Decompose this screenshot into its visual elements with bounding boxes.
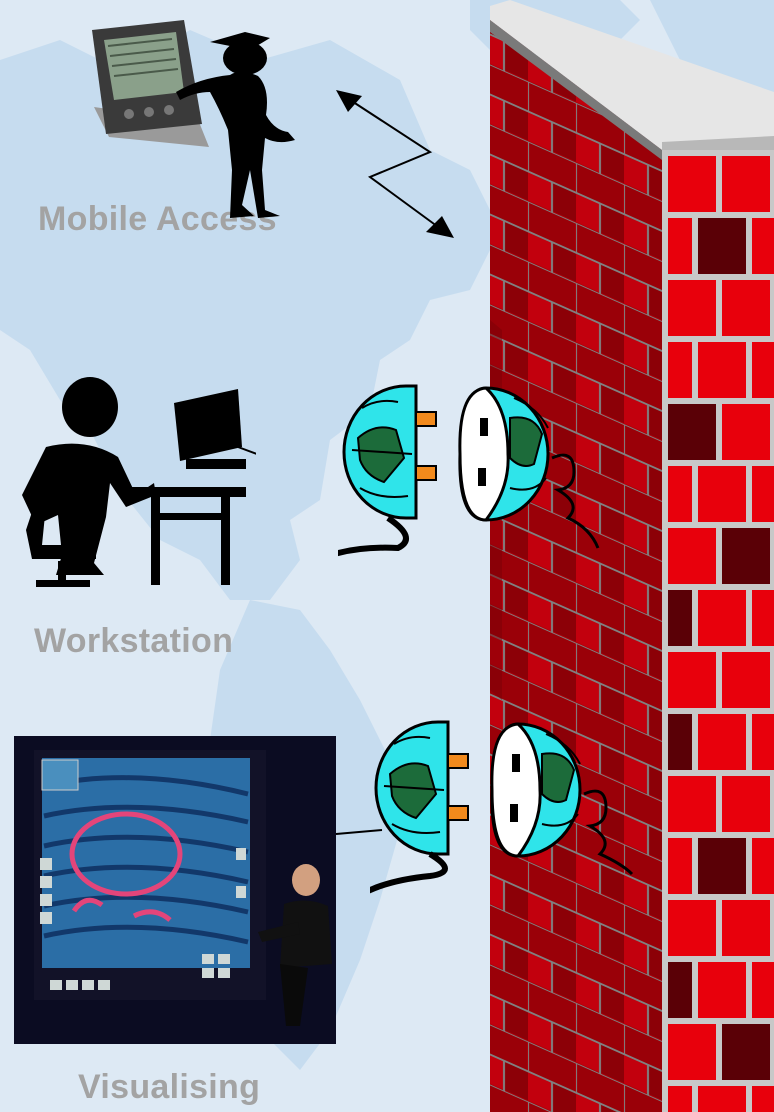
wall-brick — [698, 218, 746, 274]
wall-brick — [668, 156, 716, 212]
wall-brick — [752, 590, 774, 646]
wall-brick — [722, 1024, 770, 1080]
computer-user-icon — [6, 375, 256, 590]
wall-brick — [722, 280, 770, 336]
wall-brick — [752, 466, 774, 522]
globe-socket-icon — [492, 724, 632, 874]
wall-brick — [722, 652, 770, 708]
visualisation-wall-photo — [14, 736, 336, 1044]
globe-plug-icon — [370, 722, 468, 892]
wall-brick — [752, 714, 774, 770]
wall-brick — [698, 342, 746, 398]
visualising-label: Visualising — [78, 1068, 260, 1107]
wall-brick — [668, 962, 692, 1018]
wall-brick — [668, 404, 716, 460]
workstation-label: Workstation — [34, 622, 233, 661]
wall-brick — [668, 776, 716, 832]
globe-plug-socket-pair-workstation — [338, 378, 638, 578]
wall-brick — [668, 342, 692, 398]
globe-socket-icon — [460, 388, 598, 548]
wireless-signal-icon — [330, 82, 460, 242]
globe-plug-icon — [338, 386, 436, 556]
wall-brick — [668, 1086, 692, 1112]
wall-brick — [722, 156, 770, 212]
wall-brick — [668, 1024, 716, 1080]
wall-brick — [668, 838, 692, 894]
globe-plug-socket-pair-visualising — [370, 714, 670, 904]
wall-brick — [668, 218, 692, 274]
wall-brick — [722, 776, 770, 832]
wall-brick — [752, 1086, 774, 1112]
wall-brick — [668, 280, 716, 336]
wall-brick — [698, 590, 746, 646]
wall-brick — [722, 404, 770, 460]
wall-brick — [668, 900, 716, 956]
wall-brick — [668, 714, 692, 770]
standing-person-icon — [170, 20, 320, 230]
wall-brick — [722, 900, 770, 956]
wall-brick — [668, 528, 716, 584]
wall-brick — [752, 962, 774, 1018]
wall-brick — [668, 590, 692, 646]
wall-brick — [752, 218, 774, 274]
wall-brick — [698, 714, 746, 770]
wall-brick — [668, 652, 716, 708]
wall-brick — [722, 528, 770, 584]
wall-brick — [698, 1086, 746, 1112]
wall-brick — [698, 962, 746, 1018]
wall-brick — [698, 466, 746, 522]
wall-brick — [668, 466, 692, 522]
wall-brick — [698, 838, 746, 894]
wall-brick — [752, 342, 774, 398]
wall-brick — [752, 838, 774, 894]
